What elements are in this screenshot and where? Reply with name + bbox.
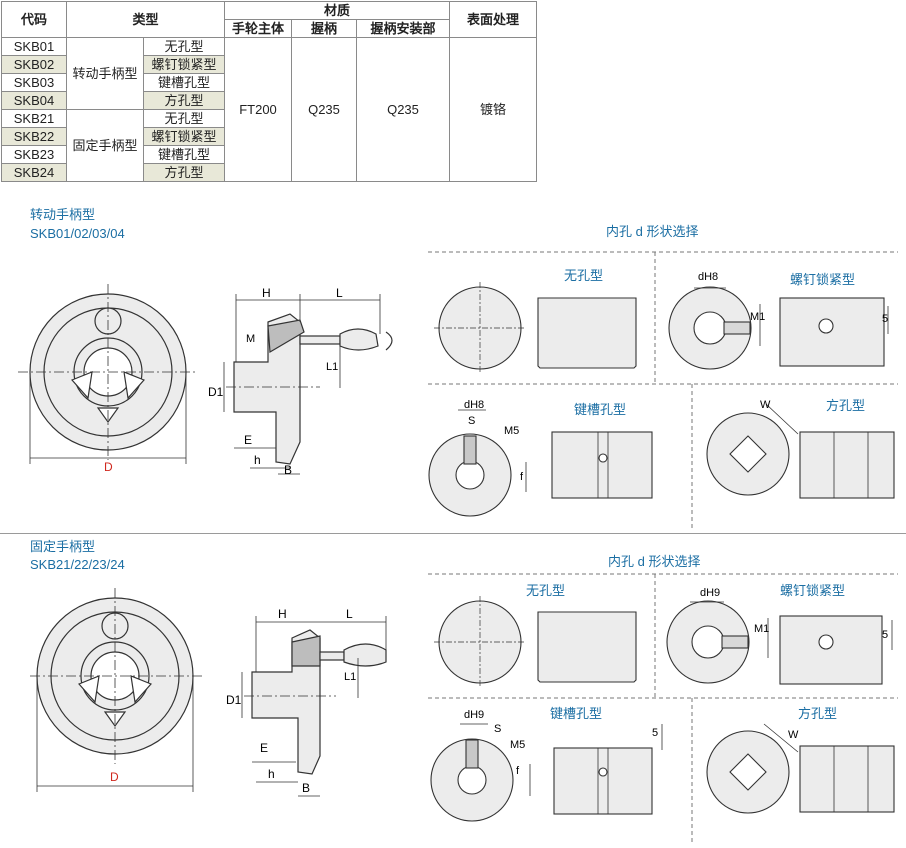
table-row-hole: 无孔型 xyxy=(143,109,225,128)
dim-5: 5 xyxy=(882,313,888,325)
surface-treatment: 镀铬 xyxy=(449,37,537,182)
dim-E: E xyxy=(244,433,252,447)
bore-keyway-drawing xyxy=(430,723,663,822)
dim-f: f xyxy=(516,765,520,777)
dim-S: S xyxy=(468,415,475,427)
section-title: 转动手柄型 xyxy=(30,207,96,222)
table-row-hole: 螺钉锁紧型 xyxy=(143,127,225,146)
header-grip-mount: 握柄安装部 xyxy=(356,19,450,38)
bore-square-drawing xyxy=(706,723,895,814)
dim-W: W xyxy=(788,729,799,741)
bore-plain-label: 无孔型 xyxy=(564,268,603,283)
header-material: 材质 xyxy=(224,1,450,20)
dim-E: E xyxy=(260,741,268,755)
header-wheel-body: 手轮主体 xyxy=(224,19,292,38)
dim-h: h xyxy=(268,767,275,781)
dim-dH: dH8 xyxy=(698,271,718,283)
material-grip-mount: Q235 xyxy=(356,37,450,182)
bore-keyway-drawing xyxy=(428,409,653,517)
dim-D: D xyxy=(110,770,119,784)
table-row-code: SKB02 xyxy=(1,55,67,74)
dim-L: L xyxy=(346,607,353,621)
bore-screw-drawing xyxy=(668,286,889,370)
dim-M5: M5 xyxy=(510,739,525,751)
dim-S: S xyxy=(494,723,501,735)
dim-D1: D1 xyxy=(226,693,242,707)
dim-f: f xyxy=(520,471,524,483)
spec-table: 代码 类型 材质 表面处理 手轮主体 握柄 握柄安装部 SKB01 转动手柄型 … xyxy=(1,1,537,182)
dim-L1: L1 xyxy=(344,671,356,683)
bore-plain-drawing xyxy=(434,596,637,688)
dim-H: H xyxy=(278,607,287,621)
table-row-hole: 键槽孔型 xyxy=(143,73,225,92)
header-surface: 表面处理 xyxy=(449,1,537,38)
bore-frame xyxy=(428,573,898,844)
table-row-hole: 方孔型 xyxy=(143,163,225,182)
handwheel-side-view xyxy=(223,294,393,475)
dim-5: 5 xyxy=(882,629,888,641)
header-type: 类型 xyxy=(66,1,225,38)
dim-L1: L1 xyxy=(326,361,338,373)
dim-D: D xyxy=(104,460,113,474)
dim-5-keyway: 5 xyxy=(652,727,658,739)
dim-B: B xyxy=(302,781,310,795)
header-grip: 握柄 xyxy=(291,19,357,38)
dim-dH: dH9 xyxy=(700,587,720,599)
section-drawings: D H L L1 D1 E h B 内孔 d 形状选择 无孔型 螺钉锁紧型 xyxy=(30,554,898,844)
table-row-hole: 螺钉锁紧型 xyxy=(143,55,225,74)
material-wheel-body: FT200 xyxy=(224,37,292,182)
bore-square-label: 方孔型 xyxy=(826,398,865,413)
bore-plain-drawing xyxy=(434,282,637,374)
table-row-code: SKB01 xyxy=(1,37,67,56)
table-row-code: SKB21 xyxy=(1,109,67,128)
table-row-code: SKB23 xyxy=(1,145,67,164)
table-row-code: SKB04 xyxy=(1,91,67,110)
bore-screw-label: 螺钉锁紧型 xyxy=(780,583,845,598)
group-name: 转动手柄型 xyxy=(66,37,144,110)
bore-keyway-label: 键槽孔型 xyxy=(550,706,602,721)
bore-plain-label: 无孔型 xyxy=(526,583,565,598)
dim-W: W xyxy=(760,399,771,411)
table-row-hole: 无孔型 xyxy=(143,37,225,56)
bore-keyway-label: 键槽孔型 xyxy=(574,402,626,417)
group-name: 固定手柄型 xyxy=(66,109,144,182)
bore-title: 内孔 d 形状选择 xyxy=(608,554,700,569)
bore-frame xyxy=(428,251,898,530)
bore-square-label: 方孔型 xyxy=(798,706,837,721)
handwheel-side-view xyxy=(241,616,387,797)
bore-title: 内孔 d 形状选择 xyxy=(606,224,698,239)
section-title: 固定手柄型 xyxy=(30,539,96,554)
dim-M1: M1 xyxy=(754,623,769,635)
section-divider xyxy=(0,533,906,534)
table-row-hole: 键槽孔型 xyxy=(143,145,225,164)
header-code: 代码 xyxy=(1,1,67,38)
dim-H: H xyxy=(262,286,271,300)
dim-D1: D1 xyxy=(208,385,224,399)
bore-screw-drawing xyxy=(666,600,893,685)
table-row-hole: 方孔型 xyxy=(143,91,225,110)
handwheel-front-view xyxy=(30,588,204,792)
dim-M5: M5 xyxy=(504,425,519,437)
section-drawings: D H L M L1 D1 E h B 内孔 d 形状选择 无孔型 xyxy=(18,224,898,530)
bore-square-drawing xyxy=(706,403,895,499)
dim-M: M xyxy=(246,333,255,345)
table-row-code: SKB24 xyxy=(1,163,67,182)
section-codes: SKB01/02/03/04 xyxy=(30,226,125,241)
dim-L: L xyxy=(336,286,343,300)
dim-B: B xyxy=(284,463,292,477)
dim-dH-keyway: dH8 xyxy=(464,399,484,411)
table-row-code: SKB22 xyxy=(1,127,67,146)
section-codes: SKB21/22/23/24 xyxy=(30,557,125,572)
table-row-code: SKB03 xyxy=(1,73,67,92)
dim-h: h xyxy=(254,453,261,467)
bore-screw-label: 螺钉锁紧型 xyxy=(790,272,855,287)
dim-M1: M1 xyxy=(750,311,765,323)
material-grip: Q235 xyxy=(291,37,357,182)
handwheel-front-view xyxy=(18,284,198,464)
dim-dH-keyway: dH9 xyxy=(464,709,484,721)
